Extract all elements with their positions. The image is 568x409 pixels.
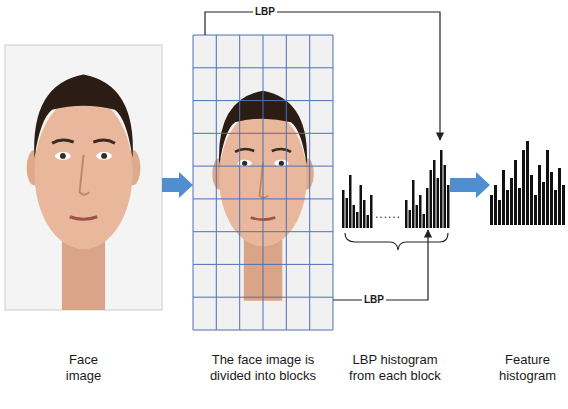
connector-line bbox=[333, 230, 428, 300]
caption-text: The face image is divided into blocks bbox=[199, 352, 327, 385]
image-panel: Face image bbox=[5, 45, 162, 310]
feature-histogram bbox=[490, 141, 565, 225]
connector-line bbox=[205, 12, 440, 140]
block-histogram bbox=[405, 150, 450, 228]
caption: The face image is divided into blocks bbox=[199, 352, 327, 385]
image-panel: The face image is divided into blocks bbox=[193, 35, 333, 330]
block-histogram bbox=[342, 175, 373, 228]
brace bbox=[345, 233, 448, 250]
caption-text: Face image bbox=[56, 352, 112, 385]
caption: Face image bbox=[56, 352, 112, 385]
image-panel: Feature histogram bbox=[490, 140, 565, 225]
block-arrow bbox=[162, 172, 193, 198]
caption: Feature histogram bbox=[492, 352, 564, 385]
ellipsis-dots: ...... bbox=[375, 208, 401, 220]
gridded-face bbox=[193, 35, 333, 330]
face-photo bbox=[5, 45, 162, 310]
block-arrow bbox=[450, 172, 490, 198]
caption-text: Feature histogram bbox=[492, 352, 564, 385]
edge-label: LBP bbox=[362, 294, 386, 306]
edge-label: LBP bbox=[253, 6, 277, 18]
caption-text: LBP histogram from each block bbox=[343, 352, 447, 385]
caption: LBP histogram from each block bbox=[343, 352, 447, 385]
